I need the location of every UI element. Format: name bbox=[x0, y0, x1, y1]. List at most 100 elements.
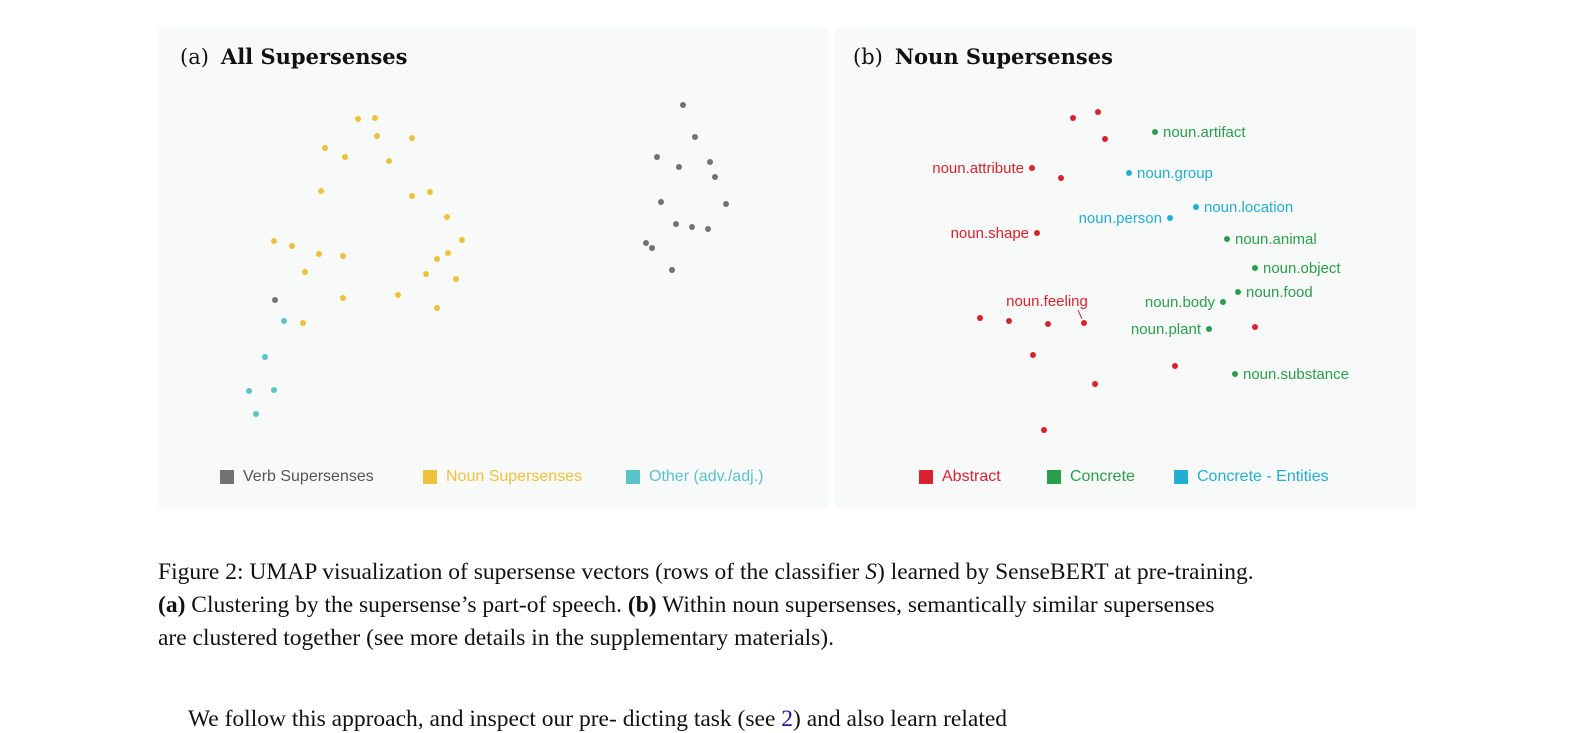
point-verb-supersenses-8 bbox=[673, 221, 679, 227]
point-abstract-0 bbox=[1070, 115, 1076, 121]
caption-prefix: Figure 2: UMAP visualization of supersen… bbox=[158, 559, 866, 585]
panel-a-title: (a)All Supersenses bbox=[180, 44, 407, 69]
label-noun-animal: noun.animal bbox=[1235, 231, 1317, 248]
label-noun-artifact: noun.artifact bbox=[1163, 124, 1246, 141]
caption-b-tag: (b) bbox=[627, 592, 657, 618]
point-verb-supersenses-12 bbox=[649, 245, 655, 251]
point-other-adv-adj-3 bbox=[271, 387, 277, 393]
label-leader-noun-feeling bbox=[1077, 309, 1083, 320]
point-verb-supersenses-14 bbox=[272, 297, 278, 303]
point-concrete-0 bbox=[1152, 129, 1158, 135]
point-verb-supersenses-10 bbox=[705, 226, 711, 232]
legend-swatch-concrete-entities bbox=[1174, 470, 1188, 484]
point-noun-supersenses-6 bbox=[386, 158, 392, 164]
label-noun-feeling: noun.feeling bbox=[1006, 293, 1088, 310]
point-noun-supersenses-23 bbox=[300, 320, 306, 326]
point-noun-supersenses-21 bbox=[340, 295, 346, 301]
label-noun-location: noun.location bbox=[1204, 199, 1293, 216]
body-tail: dicting task (see bbox=[622, 706, 776, 732]
legend-item-other: Other (adv./adj.) bbox=[626, 468, 763, 486]
point-abstract-6 bbox=[977, 315, 983, 321]
point-abstract-3 bbox=[1029, 165, 1035, 171]
label-noun-attribute: noun.attribute bbox=[932, 160, 1024, 177]
point-noun-supersenses-10 bbox=[444, 214, 450, 220]
point-concrete-5 bbox=[1206, 326, 1212, 332]
legend-label-abstract: Abstract bbox=[942, 468, 1001, 485]
body-lead: We follow this approach, and inspect our… bbox=[188, 706, 617, 732]
point-noun-supersenses-2 bbox=[374, 133, 380, 139]
point-abstract-12 bbox=[1172, 363, 1178, 369]
point-concrete-entities-0 bbox=[1126, 170, 1132, 176]
label-noun-shape: noun.shape bbox=[951, 225, 1029, 242]
label-noun-group: noun.group bbox=[1137, 165, 1213, 182]
point-other-adv-adj-0 bbox=[281, 318, 287, 324]
point-noun-supersenses-0 bbox=[355, 116, 361, 122]
point-concrete-6 bbox=[1232, 371, 1238, 377]
legend-swatch-abstract bbox=[919, 470, 933, 484]
legend-item-abstract: Abstract bbox=[919, 468, 1001, 486]
legend-label-noun: Noun Supersenses bbox=[446, 468, 583, 485]
point-noun-supersenses-19 bbox=[423, 271, 429, 277]
point-abstract-13 bbox=[1092, 381, 1098, 387]
point-noun-supersenses-7 bbox=[318, 188, 324, 194]
point-noun-supersenses-24 bbox=[434, 305, 440, 311]
legend-swatch-noun bbox=[423, 470, 437, 484]
body-paragraph: We follow this approach, and inspect our… bbox=[188, 706, 1007, 733]
point-verb-supersenses-5 bbox=[712, 174, 718, 180]
point-verb-supersenses-11 bbox=[643, 240, 649, 246]
point-verb-supersenses-3 bbox=[676, 164, 682, 170]
point-abstract-14 bbox=[1041, 427, 1047, 433]
legend-item-noun: Noun Supersenses bbox=[423, 468, 582, 486]
point-noun-supersenses-12 bbox=[289, 243, 295, 249]
point-noun-supersenses-17 bbox=[434, 256, 440, 262]
point-verb-supersenses-13 bbox=[669, 267, 675, 273]
caption-suffix: ) learned by SenseBERT at pre-training. bbox=[877, 559, 1254, 585]
point-abstract-9 bbox=[1081, 320, 1087, 326]
legend-label-concrete: Concrete bbox=[1070, 468, 1135, 485]
point-noun-supersenses-22 bbox=[395, 292, 401, 298]
point-noun-supersenses-20 bbox=[453, 276, 459, 282]
label-noun-substance: noun.substance bbox=[1243, 366, 1349, 383]
point-noun-supersenses-5 bbox=[342, 154, 348, 160]
point-concrete-2 bbox=[1252, 265, 1258, 271]
panel-b-letter: (b) bbox=[853, 45, 883, 69]
label-noun-plant: noun.plant bbox=[1131, 321, 1202, 338]
label-noun-person: noun.person bbox=[1079, 210, 1162, 227]
panel-a-letter: (a) bbox=[180, 45, 209, 69]
point-concrete-1 bbox=[1224, 236, 1230, 242]
point-verb-supersenses-9 bbox=[689, 224, 695, 230]
point-verb-supersenses-7 bbox=[723, 201, 729, 207]
panel-b-name: Noun Supersenses bbox=[894, 44, 1113, 69]
point-verb-supersenses-6 bbox=[658, 199, 664, 205]
point-abstract-10 bbox=[1252, 324, 1258, 330]
legend-label-concrete-entities: Concrete - Entities bbox=[1197, 468, 1329, 485]
point-noun-supersenses-9 bbox=[427, 189, 433, 195]
point-noun-supersenses-18 bbox=[302, 269, 308, 275]
panel-b-title: (b) Noun Supersenses bbox=[853, 44, 1113, 69]
point-noun-supersenses-3 bbox=[409, 135, 415, 141]
legend-label-verb: Verb Supersenses bbox=[243, 468, 374, 485]
point-verb-supersenses-0 bbox=[680, 102, 686, 108]
point-noun-supersenses-15 bbox=[459, 237, 465, 243]
body-after: ) and also learn related bbox=[793, 706, 1008, 732]
point-verb-supersenses-2 bbox=[654, 154, 660, 160]
label-noun-body: noun.body bbox=[1145, 294, 1216, 311]
label-noun-object: noun.object bbox=[1263, 260, 1341, 277]
caption-a-text: Clustering by the supersense’s part-of s… bbox=[185, 592, 628, 618]
point-noun-supersenses-13 bbox=[316, 251, 322, 257]
caption-var: S bbox=[865, 559, 877, 585]
point-verb-supersenses-1 bbox=[692, 134, 698, 140]
legend-item-concrete-entities: Concrete - Entities bbox=[1174, 468, 1329, 486]
body-ref-link[interactable]: 2 bbox=[781, 706, 794, 732]
point-abstract-2 bbox=[1102, 136, 1108, 142]
point-concrete-4 bbox=[1220, 299, 1226, 305]
point-noun-supersenses-16 bbox=[445, 250, 451, 256]
point-other-adv-adj-4 bbox=[253, 411, 259, 417]
point-abstract-7 bbox=[1006, 318, 1012, 324]
point-noun-supersenses-1 bbox=[372, 115, 378, 121]
point-noun-supersenses-14 bbox=[340, 253, 346, 259]
point-abstract-5 bbox=[1034, 230, 1040, 236]
scatter-plot-all-supersenses bbox=[246, 102, 729, 417]
legend-item-verb: Verb Supersenses bbox=[220, 468, 374, 486]
legend-label-other: Other (adv./adj.) bbox=[649, 468, 764, 485]
